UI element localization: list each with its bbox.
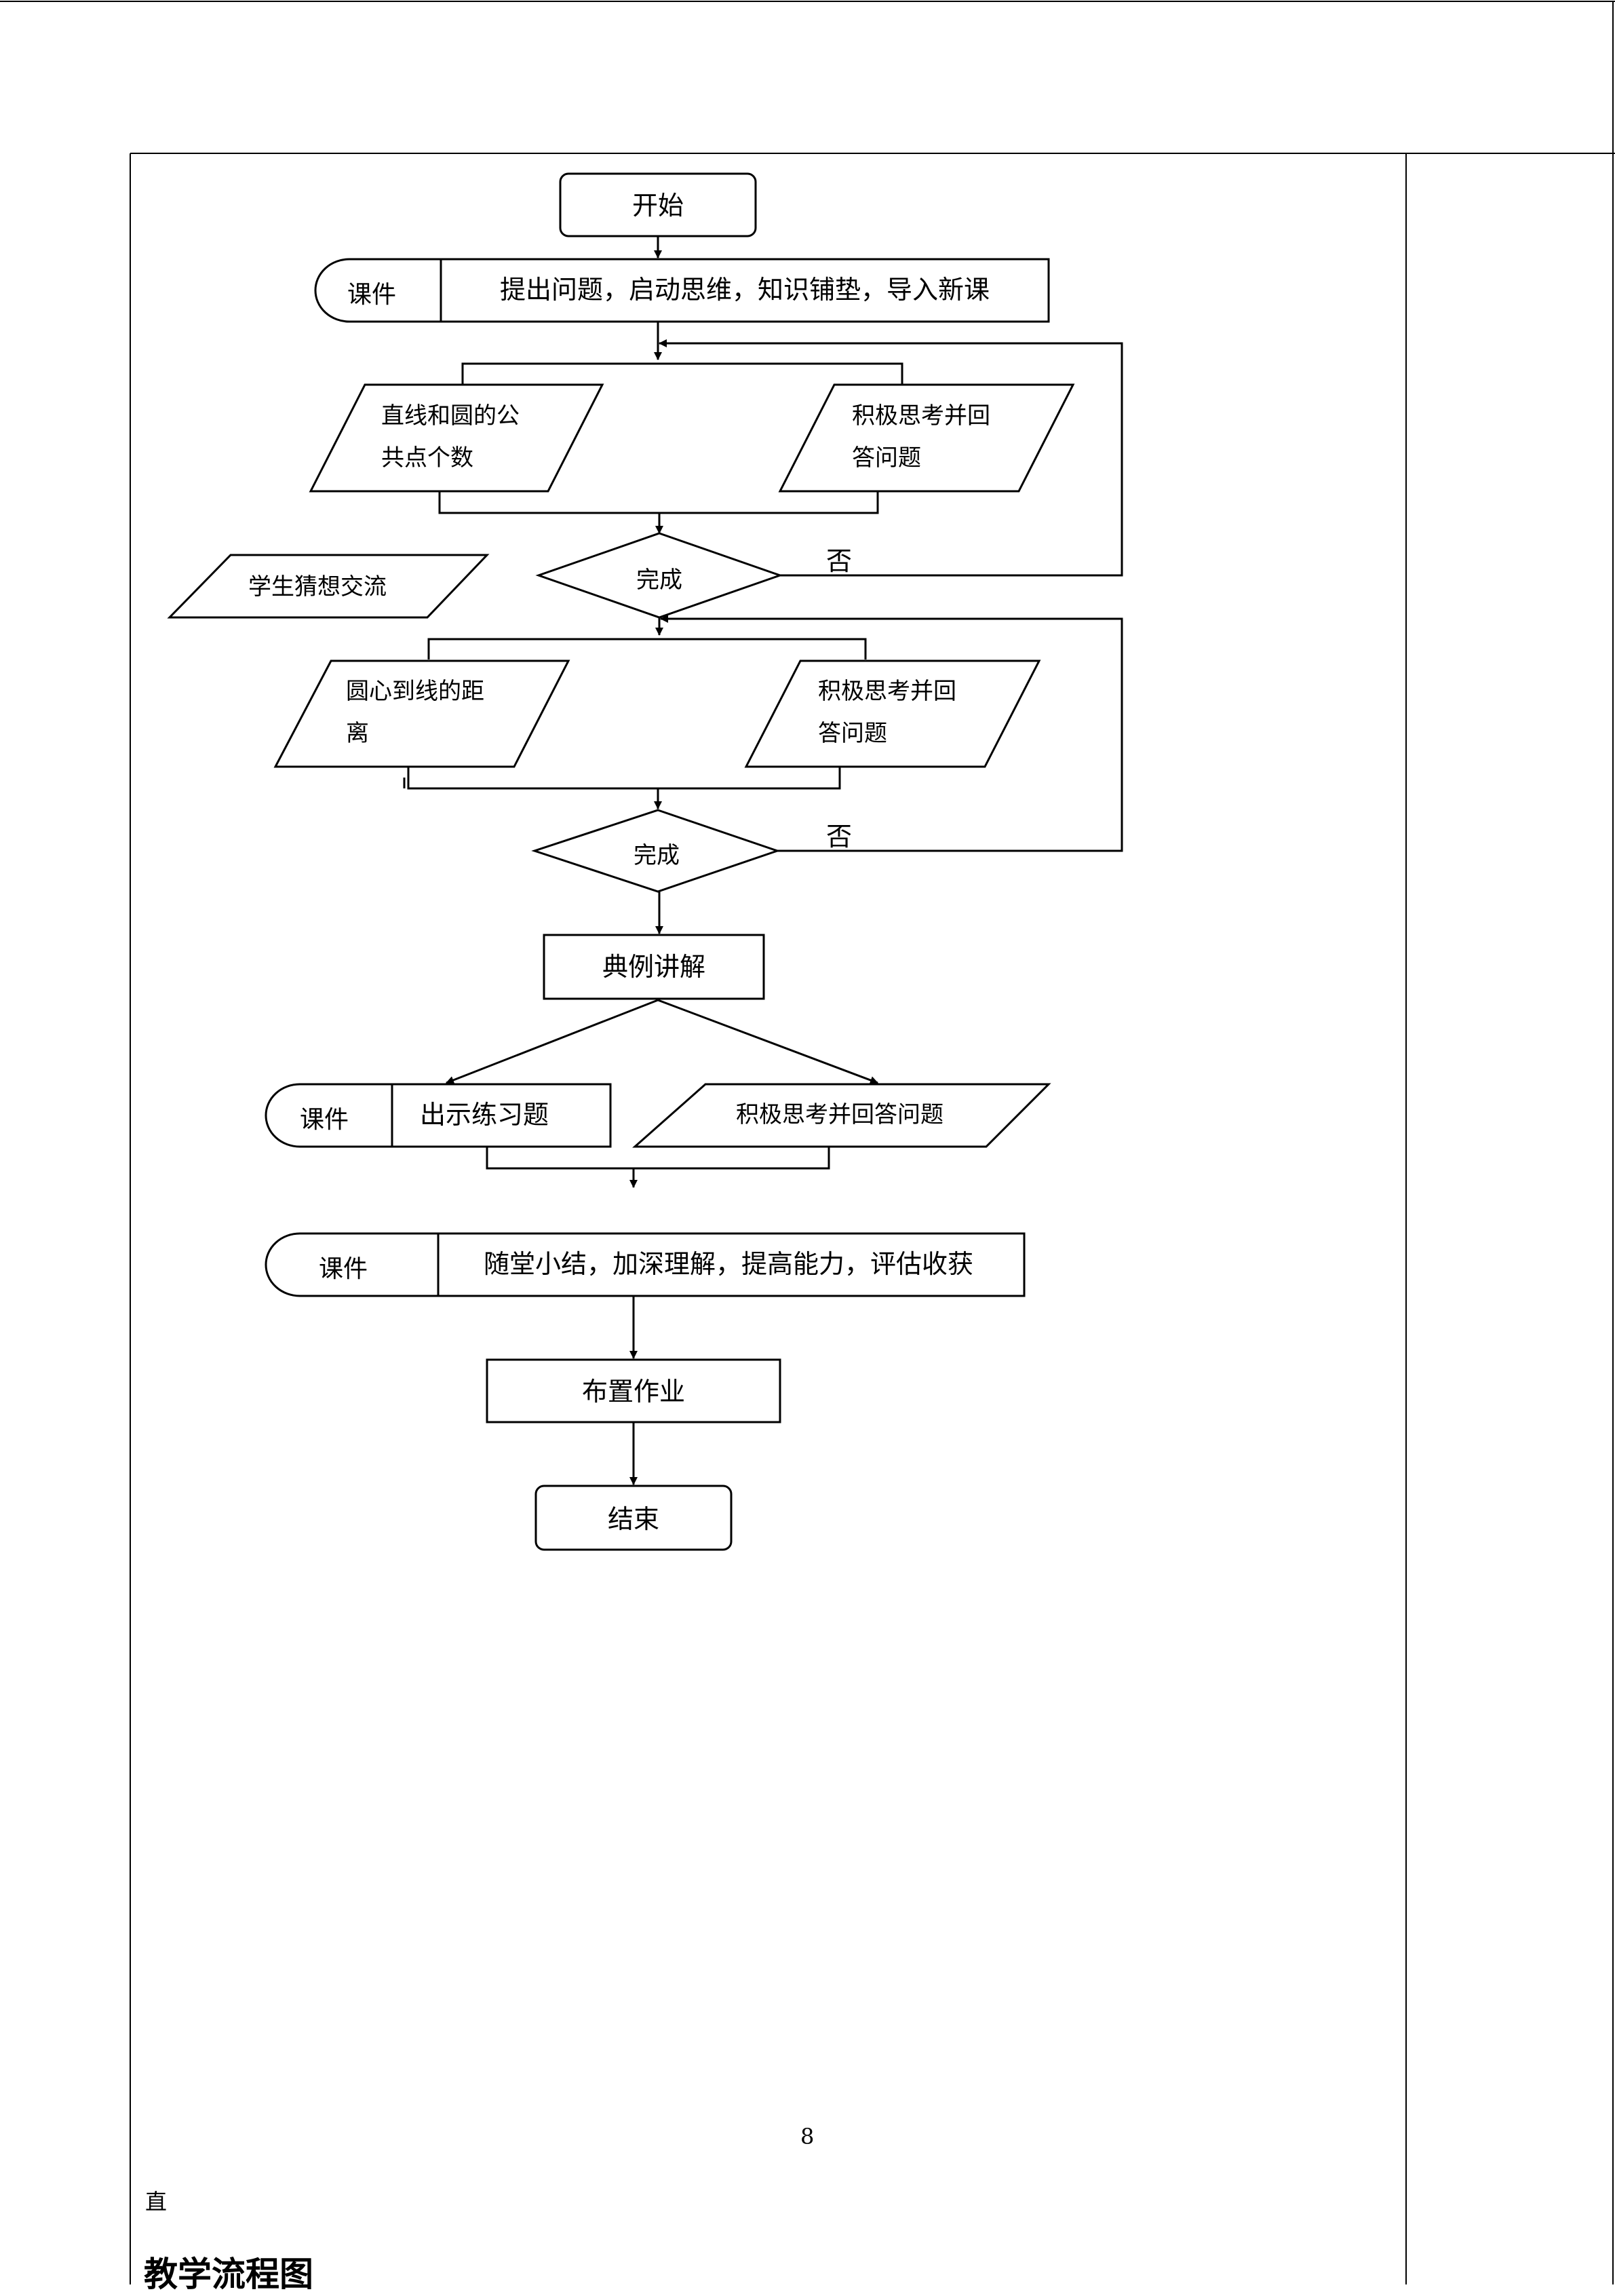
join-bracket	[438, 491, 879, 514]
exercise-answer-label: 积极思考并回答问题	[736, 1101, 943, 1128]
courseware-label: 课件	[319, 1255, 368, 1283]
join-bracket	[407, 767, 841, 790]
step1-left-line2: 共点个数	[381, 444, 473, 472]
courseware-tab	[265, 1083, 392, 1148]
step1-right-parallelogram	[778, 383, 1075, 493]
courseware-label: 课件	[300, 1106, 349, 1134]
loop-back-line	[660, 615, 1123, 852]
split-bracket	[461, 362, 903, 384]
split-bracket	[427, 638, 867, 659]
summary-box	[437, 1232, 1026, 1297]
step2-right-line2: 答问题	[818, 720, 887, 747]
intro-box	[440, 258, 1050, 323]
no-label-1: 否	[826, 546, 852, 576]
page-number: 8	[800, 2124, 815, 2149]
courseware-tab	[265, 1232, 438, 1297]
join-bracket	[486, 1147, 830, 1170]
done-label-1: 完成	[636, 567, 682, 594]
student-guess-parallelogram	[167, 554, 490, 619]
done-label-2: 完成	[634, 842, 680, 869]
step2-left-parallelogram	[273, 659, 570, 768]
step1-right-line1: 积极思考并回	[852, 402, 990, 429]
courseware-label: 课件	[347, 281, 396, 309]
intro-label: 提出问题，启动思维，知识铺垫，导入新课	[500, 275, 990, 305]
done-decision-2	[531, 809, 781, 893]
section-heading: 教学流程图	[144, 2254, 313, 2294]
connector	[446, 999, 659, 1084]
step2-right-line1: 积极思考并回	[818, 678, 956, 705]
example-box	[543, 934, 765, 1000]
step1-left-line1: 直线和圆的公	[381, 402, 520, 429]
exercise-label: 出示练习题	[420, 1100, 549, 1130]
step1-left-parallelogram	[309, 383, 604, 493]
no-label-2: 否	[826, 822, 852, 852]
fragment-text: 直	[145, 2189, 168, 2215]
example-label: 典例讲解	[602, 952, 705, 982]
step2-left-line2: 离	[346, 720, 369, 747]
start-label: 开始	[632, 191, 684, 221]
loop-back-line	[659, 339, 1123, 577]
courseware-tab	[314, 258, 441, 323]
exercise-box	[391, 1083, 612, 1148]
connector	[657, 999, 878, 1084]
step1-right-line2: 答问题	[852, 444, 921, 472]
end-terminal	[534, 1485, 733, 1551]
student-guess-label: 学生猜想交流	[248, 573, 387, 600]
step2-left-line1: 圆心到线的距	[346, 678, 484, 705]
summary-label: 随堂小结，加深理解，提高能力，评估收获	[484, 1249, 973, 1279]
end-label: 结束	[608, 1504, 659, 1534]
step2-right-parallelogram	[744, 659, 1041, 768]
homework-label: 布置作业	[582, 1377, 685, 1407]
exercise-answer-parallelogram	[632, 1083, 1051, 1148]
